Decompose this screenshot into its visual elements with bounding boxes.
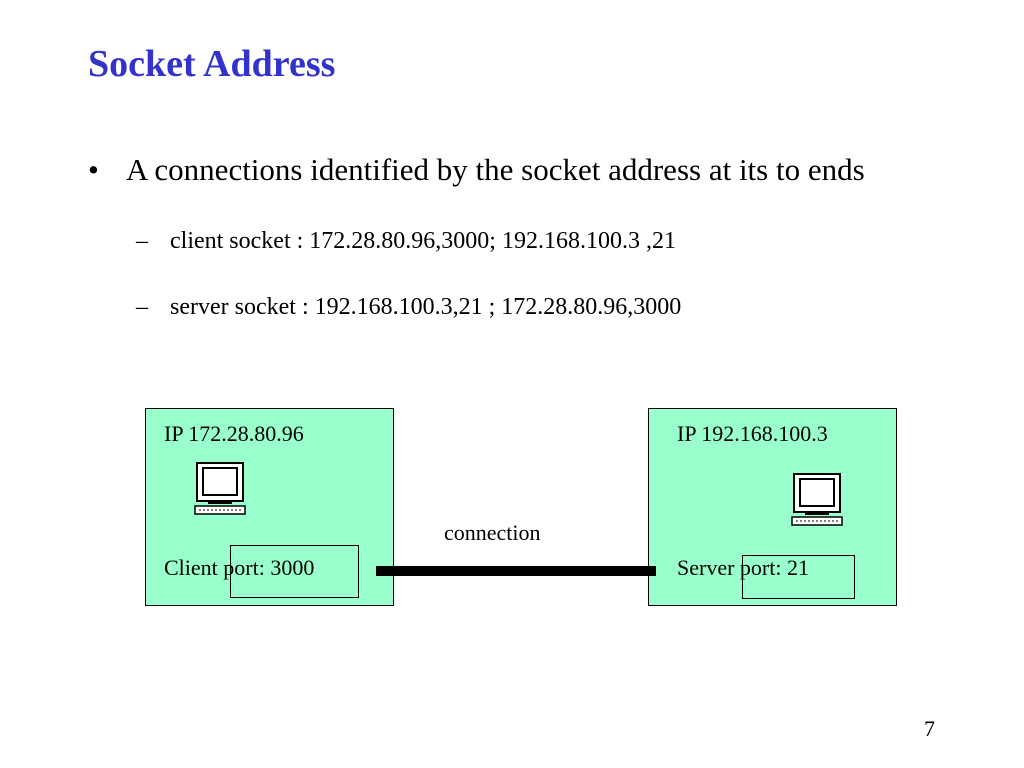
- client-port-box: [230, 545, 359, 598]
- sub-bullet-text: server socket : 192.168.100.3,21 ; 172.2…: [170, 294, 682, 320]
- sub-bullet-marker: –: [136, 228, 148, 254]
- connection-line: [376, 566, 656, 576]
- slide-title: Socket Address: [88, 43, 336, 85]
- sub-bullet-server: –server socket : 192.168.100.3,21 ; 172.…: [136, 294, 681, 321]
- computer-icon: [194, 462, 246, 515]
- connection-label: connection: [444, 520, 541, 545]
- sub-bullet-text: client socket : 172.28.80.96,3000; 192.1…: [170, 228, 676, 254]
- sub-bullet-marker: –: [136, 294, 148, 320]
- client-port-label: Client port: 3000: [164, 555, 315, 580]
- main-bullet: • A connections identified by the socket …: [88, 152, 865, 188]
- server-host-box: IP 192.168.100.3 Server port: 21: [648, 408, 897, 606]
- server-port-box: [742, 555, 855, 599]
- client-host-box: IP 172.28.80.96 Client port: 3000: [145, 408, 394, 606]
- computer-icon: [791, 473, 843, 526]
- server-port-label: Server port: 21: [677, 555, 809, 580]
- sub-bullet-client: –client socket : 172.28.80.96,3000; 192.…: [136, 228, 676, 255]
- bullet-marker: •: [88, 152, 99, 187]
- page-number: 7: [924, 716, 935, 741]
- client-ip-label: IP 172.28.80.96: [164, 421, 304, 446]
- bullet-text: A connections identified by the socket a…: [126, 152, 865, 187]
- server-ip-label: IP 192.168.100.3: [677, 421, 828, 446]
